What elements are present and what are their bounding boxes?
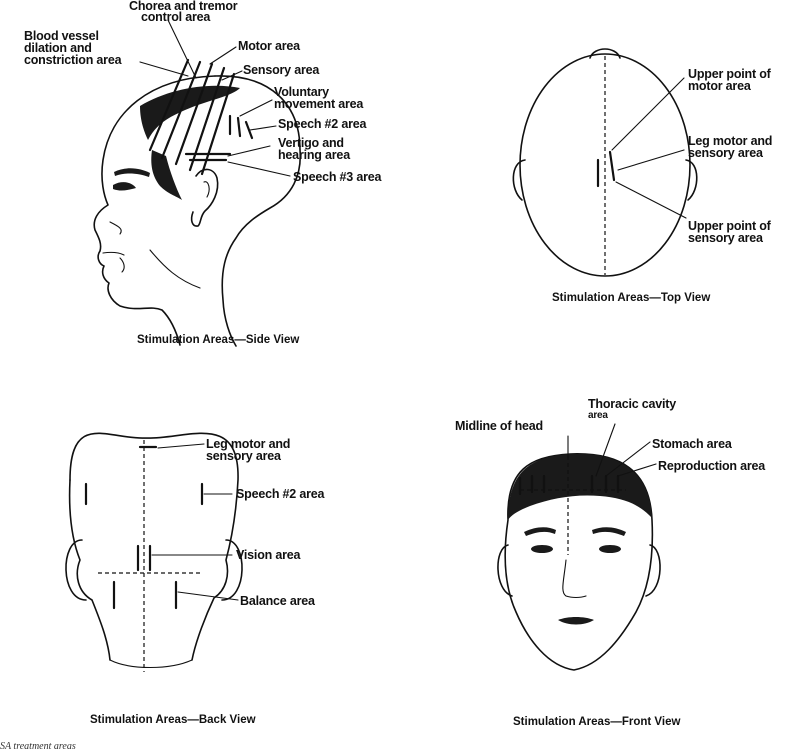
label-upper-sensory-line1: Upper point of <box>688 219 771 233</box>
label-upper-sensory-line2: sensory area <box>688 231 763 245</box>
label-upper-motor-line2: motor area <box>688 79 751 93</box>
label-leg-top-line1: Leg motor and <box>688 134 773 148</box>
label-vertigo-line1: Vertigo and <box>278 136 344 150</box>
label-motor-area: Motor area <box>238 39 300 53</box>
label-speech2-back: Speech #2 area <box>236 487 325 501</box>
label-chorea-line1: Chorea and tremor <box>129 0 238 13</box>
side-view-head <box>93 19 302 347</box>
label-leg-back-line1: Leg motor and <box>206 437 291 451</box>
label-midline: Midline of head <box>455 419 543 433</box>
back-view-head <box>65 432 243 672</box>
caption-front-view: Stimulation Areas—Front View <box>513 716 681 728</box>
top-view-head <box>512 48 698 277</box>
label-stomach-area: Stomach area <box>652 437 732 451</box>
label-vision-area: Vision area <box>236 548 301 562</box>
front-view-head <box>497 423 661 671</box>
label-thoracic-line1: Thoracic cavity <box>588 397 677 411</box>
label-voluntary-line2: movement area <box>274 97 364 111</box>
figure-footer: SA treatment areas <box>0 741 76 752</box>
caption-back-view: Stimulation Areas—Back View <box>90 714 256 726</box>
label-vertigo-line2: hearing area <box>278 148 350 162</box>
label-chorea-line2: control area <box>141 10 211 24</box>
label-leg-top-line2: sensory area <box>688 146 763 160</box>
label-upper-motor-line1: Upper point of <box>688 67 771 81</box>
label-speech2-side: Speech #2 area <box>278 117 367 131</box>
label-thoracic-line2: area <box>588 410 608 421</box>
label-blood-line2: dilation and <box>24 41 92 55</box>
label-sensory-area: Sensory area <box>243 63 320 77</box>
label-leg-back-line2: sensory area <box>206 449 281 463</box>
label-blood-line1: Blood vessel <box>24 29 99 43</box>
side-zone-strips <box>148 58 254 176</box>
label-blood-line3: constriction area <box>24 53 122 67</box>
label-speech3: Speech #3 area <box>293 170 382 184</box>
label-balance-area: Balance area <box>240 594 315 608</box>
label-reproduction-area: Reproduction area <box>658 459 766 473</box>
label-voluntary-line1: Voluntary <box>274 85 329 99</box>
caption-top-view: Stimulation Areas—Top View <box>552 292 711 304</box>
caption-side-view: Stimulation Areas—Side View <box>137 334 300 346</box>
